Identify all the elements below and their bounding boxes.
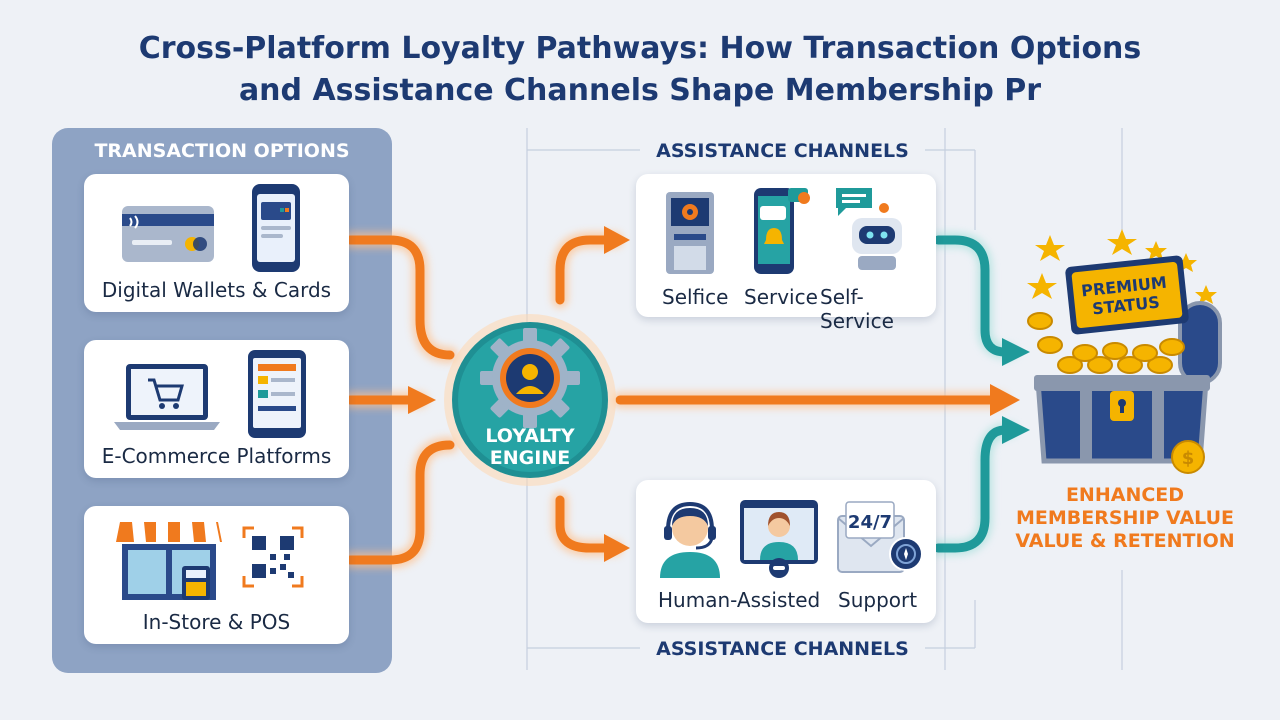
- chatbot-icon: [836, 188, 902, 270]
- label-support: Support: [838, 588, 918, 612]
- kiosk-icon: [666, 192, 714, 274]
- card-label-in-store: In-Store & POS: [142, 610, 291, 634]
- svg-text:$: $: [1182, 448, 1195, 469]
- label-human-assisted: Human-Assisted: [658, 588, 821, 612]
- card-ecommerce[interactable]: E-Commerce Platforms: [84, 340, 349, 478]
- card-digital-wallets[interactable]: Digital Wallets & Cards: [84, 174, 349, 312]
- arrow-engine-to-self-service: [555, 235, 613, 305]
- engine-line-1: LOYALTY: [485, 425, 575, 447]
- video-call-icon: [740, 500, 818, 578]
- arrow-engine-to-human: [555, 495, 613, 553]
- engine-line-2: ENGINE: [489, 447, 571, 469]
- phone-chat-icon: [754, 188, 810, 274]
- arrow-self-service-to-outcome: [933, 235, 1010, 357]
- title-line-1: Cross-Platform Loyalty Pathways: How Tra…: [138, 31, 1142, 66]
- storefront-icon: [116, 522, 222, 600]
- email-24-7-icon: 24/7: [837, 501, 923, 573]
- label-self-service: Self-Service: [820, 285, 894, 333]
- badge-24-7: 24/7: [848, 512, 892, 533]
- label-service: Service: [744, 285, 818, 309]
- card-human-assisted[interactable]: 24/7 Human-Assisted Support: [636, 480, 936, 623]
- assistance-bottom-heading: ASSISTANCE CHANNELS: [656, 638, 909, 660]
- laptop-cart-icon: [114, 364, 220, 430]
- smartphone-icon: [252, 184, 300, 272]
- credit-card-icon: [122, 206, 214, 262]
- card-label-digital-wallets: Digital Wallets & Cards: [101, 278, 332, 302]
- transaction-options-heading: TRANSACTION OPTIONS: [94, 140, 350, 162]
- outcome-line-1: ENHANCED: [1065, 484, 1185, 506]
- arrow-human-to-outcome: [933, 425, 1010, 553]
- tablet-icon: [248, 350, 306, 438]
- qr-code-icon: [242, 526, 304, 588]
- page-title: Cross-Platform Loyalty Pathways: How Tra…: [0, 28, 1280, 112]
- label-selfice: Selfice: [662, 285, 729, 309]
- treasure-chest-icon: $: [1027, 229, 1222, 474]
- outcome-line-2: MEMBERSHIP VALUE: [1015, 507, 1235, 529]
- card-label-ecommerce: E-Commerce Platforms: [101, 444, 332, 468]
- assistance-top-heading: ASSISTANCE CHANNELS: [656, 140, 909, 162]
- title-line-2: and Assistance Channels Shape Membership…: [238, 73, 1042, 108]
- outcome-line-3: VALUE & RETENTION: [1015, 530, 1235, 552]
- arrow-wallets-to-engine: [345, 235, 455, 360]
- outcome-label: ENHANCED MEMBERSHIP VALUE VALUE & RETENT…: [1000, 484, 1250, 553]
- loyalty-engine-icon: [444, 314, 616, 486]
- card-self-service[interactable]: Selfice Service Self-Service: [636, 174, 936, 333]
- loyalty-engine-label: LOYALTY ENGINE: [440, 425, 620, 469]
- arrow-instore-to-engine: [345, 440, 455, 565]
- headset-agent-icon: [660, 501, 720, 578]
- card-in-store[interactable]: In-Store & POS: [84, 506, 349, 644]
